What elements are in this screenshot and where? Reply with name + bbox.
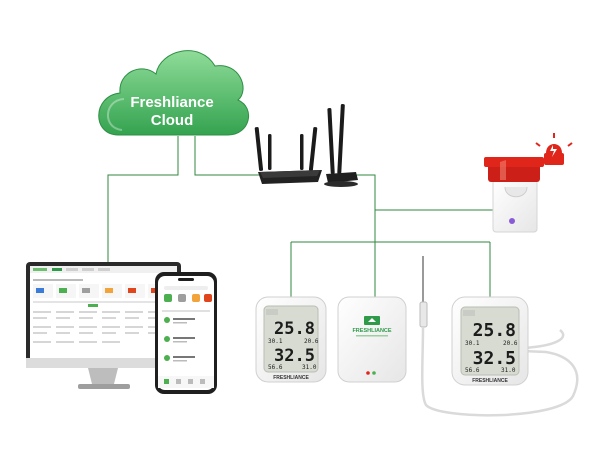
cloud-to-router-line	[194, 136, 260, 176]
gateway-device-icon: FRESHLIANCE	[337, 296, 407, 383]
phone-list-items	[164, 317, 195, 362]
sensor-device-right: 25.8 30.1 20.6 32.5 56.6 31.0 FRESHLIANC…	[451, 296, 529, 386]
sensor-right-hum-bottom: 31.0	[501, 367, 516, 374]
sensor-right-temp-bottom: 56.6	[465, 367, 480, 374]
sensor-left-temp-main: 25.8	[274, 319, 315, 339]
cloud-icon: Freshliance Cloud	[98, 50, 249, 136]
gateway-brand: FRESHLIANCE	[352, 328, 391, 334]
alarm-siren-icon	[484, 157, 544, 233]
router-to-network-line	[330, 174, 376, 297]
cloud-title-line1: Freshliance	[130, 94, 213, 111]
alarm-alert-icon	[535, 133, 573, 165]
cloud-title-line2: Cloud	[151, 112, 194, 129]
usb-router-icon	[324, 104, 358, 187]
cloud-to-monitor-line	[107, 136, 179, 262]
sensor-left-brand: FRESHLIANCE	[273, 375, 309, 381]
sensor-right-temp-main: 25.8	[473, 320, 516, 341]
sensor-left-hum-small: 20.6	[304, 338, 319, 345]
sensor-left-temp-bottom: 56.6	[268, 364, 283, 371]
monitor-grid	[33, 311, 166, 343]
sensor-device-left: 25.8 30.1 20.6 32.5 56.6 31.0 FRESHLIANC…	[255, 296, 327, 383]
smartphone-icon	[155, 272, 217, 394]
sensor-right-hum-main: 32.5	[473, 348, 516, 369]
sensor-left-hum-main: 32.5	[274, 346, 315, 366]
sensor-left-temp-small: 30.1	[268, 338, 283, 345]
router-icon	[254, 127, 322, 184]
sensor-left-hum-bottom: 31.0	[302, 364, 317, 371]
sensor-right-temp-small: 30.1	[465, 340, 480, 347]
desktop-monitor-icon	[26, 262, 181, 389]
sensor-right-brand: FRESHLIANCE	[472, 378, 508, 384]
sensor-right-hum-small: 20.6	[503, 340, 518, 347]
